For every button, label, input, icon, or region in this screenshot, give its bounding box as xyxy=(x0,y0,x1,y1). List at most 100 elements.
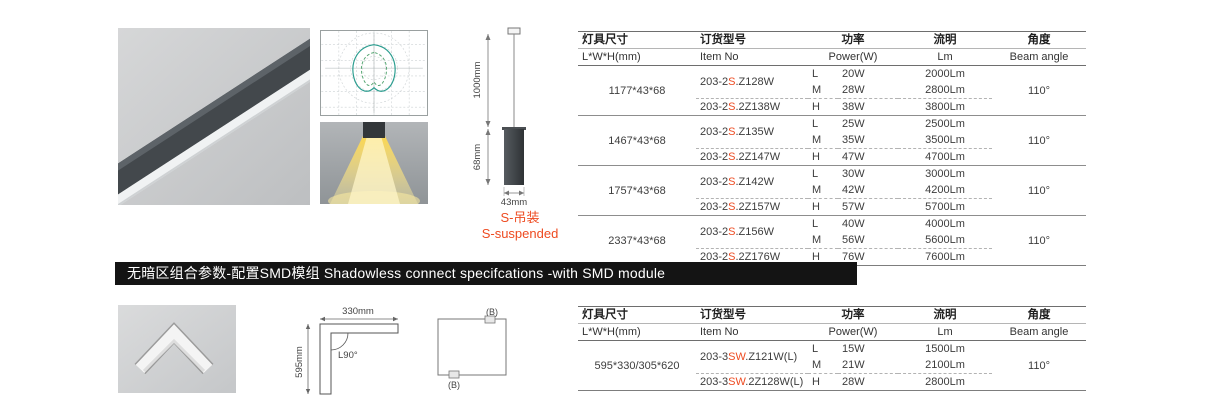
item-no-suffix: .2Z176W xyxy=(735,251,781,263)
header-angle-en: Beam angle xyxy=(992,48,1086,66)
size-cell: 1467*43*68 xyxy=(578,115,696,166)
item-no-accent: S xyxy=(728,176,736,188)
item-no-prefix: 203-2 xyxy=(700,251,729,263)
item-no-suffix: .2Z128W(L) xyxy=(745,376,804,388)
photometric-polar-diagram xyxy=(320,30,428,116)
item-no-accent: S xyxy=(728,226,736,238)
header-lumen-en: Lm xyxy=(898,48,992,66)
power-cell: 15W xyxy=(842,343,865,355)
power-cell: 42W xyxy=(842,184,865,196)
lumen-cell: 4200Lm xyxy=(925,184,965,196)
item-no-accent: S xyxy=(728,201,736,213)
item-no-accent: S xyxy=(728,151,736,163)
mode-cell: H xyxy=(808,98,838,116)
mode-cell: L xyxy=(808,165,838,182)
lumen-cell: 5700Lm xyxy=(898,198,992,216)
item-no-cell: 203-2S.2Z157W xyxy=(696,198,808,216)
item-no-accent: SW xyxy=(728,351,746,363)
item-no-prefix: 203-2 xyxy=(700,151,729,163)
bottom-spec-table: 灯具尺寸 订货型号 功率 流明 角度 L*W*H(mm) Item No Pow… xyxy=(578,306,1086,391)
table-row: M 35W 3500Lm xyxy=(578,132,1086,149)
power-cell: 28W xyxy=(842,84,865,96)
item-no-accent: S xyxy=(728,101,736,113)
item-no-suffix: .Z121W(L) xyxy=(745,351,798,363)
lumen-cell: 2000Lm xyxy=(925,68,965,80)
beam-angle-cell: 110° xyxy=(992,115,1086,166)
item-no-cell: 203-2S.Z128W xyxy=(696,66,808,99)
power-cell: 57W xyxy=(838,198,898,216)
lumen-cell: 3000Lm xyxy=(898,165,992,182)
item-no-suffix: .Z156W xyxy=(735,226,774,238)
connector-tab-icon xyxy=(484,315,496,324)
power-cell: 21W xyxy=(842,359,865,371)
mode-cell: L xyxy=(812,68,819,80)
lumen-cell: 1500Lm xyxy=(925,343,965,355)
header-angle-cn: 角度 xyxy=(992,306,1086,324)
item-no-prefix: 203-2 xyxy=(700,226,729,238)
header-size-en: L*W*H(mm) xyxy=(578,48,696,66)
mode-cell: M xyxy=(812,134,822,146)
table-header-cn: 灯具尺寸 订货型号 功率 流明 角度 xyxy=(578,31,1086,49)
section-banner: 无暗区组合参数-配置SMD模组 Shadowless connect speci… xyxy=(115,262,857,285)
item-no-accent: SW xyxy=(728,376,746,388)
table-row: M 21W 2100Lm xyxy=(578,357,1086,374)
ceiling-mount-icon xyxy=(507,27,521,35)
item-no-prefix: 203-3 xyxy=(700,376,729,388)
header-size-en: L*W*H(mm) xyxy=(578,323,696,341)
item-no-cell: 203-2S.2Z147W xyxy=(696,148,808,166)
header-size-cn: 灯具尺寸 xyxy=(578,306,696,324)
table-row: 203-2S.2Z157W H 57W 5700Lm xyxy=(578,198,1086,216)
mode-cell: L xyxy=(808,215,838,232)
corner-width-dim: 330mm xyxy=(342,306,374,317)
size-cell: 1757*43*68 xyxy=(578,165,696,216)
table-row: M 42W 4200Lm xyxy=(578,182,1086,199)
lumen-cell: 7600Lm xyxy=(898,248,992,266)
suspension-height-dim: 1000mm xyxy=(472,61,483,98)
mode-cell: M xyxy=(812,84,822,96)
linear-fixture-photo xyxy=(118,28,310,205)
size-cell: 2337*43*68 xyxy=(578,215,696,266)
header-power-cn: 功率 xyxy=(808,31,898,49)
header-item-cn: 订货型号 xyxy=(696,306,808,324)
header-item-en: Item No xyxy=(696,48,808,66)
table-row: M 56W 5600Lm xyxy=(578,232,1086,249)
suspended-label-en: S-suspended xyxy=(481,226,559,241)
item-no-accent: S xyxy=(728,76,736,88)
mode-cell: H xyxy=(808,248,838,266)
table-row: 203-2S.2Z147W H 47W 4700Lm xyxy=(578,148,1086,166)
table-row: 1757*43*68 203-2S.Z142W L 30W 3000Lm 110… xyxy=(578,165,1086,216)
item-no-prefix: 203-2 xyxy=(700,76,729,88)
lumen-cell: 2500Lm xyxy=(898,115,992,132)
item-no-accent: S xyxy=(728,251,736,263)
table-row: 2337*43*68 203-2S.Z156W L 40W 4000Lm 110… xyxy=(578,215,1086,266)
header-lumen-cn: 流明 xyxy=(898,306,992,324)
item-no-suffix: .Z142W xyxy=(735,176,774,188)
item-no-cell: 203-3SW.Z121W(L) xyxy=(696,341,808,374)
header-item-en: Item No xyxy=(696,323,808,341)
power-cell: 47W xyxy=(838,148,898,166)
item-no-suffix: .2Z147W xyxy=(735,151,781,163)
size-cell: 595*330/305*620 xyxy=(594,359,680,372)
item-no-prefix: 203-2 xyxy=(700,126,729,138)
table-row: 1177*43*68 203-2S.Z128W L 20W 2000Lm 110… xyxy=(578,66,1086,97)
header-power-cn: 功率 xyxy=(808,306,898,324)
power-cell: 28W xyxy=(838,373,898,391)
table-row: M 28W 2800Lm xyxy=(578,82,1086,99)
item-no-prefix: 203-2 xyxy=(700,201,729,213)
header-angle-en: Beam angle xyxy=(992,323,1086,341)
fixture-width-dim: 43mm xyxy=(501,197,527,206)
power-cell: 40W xyxy=(838,215,898,232)
power-cell: 76W xyxy=(838,248,898,266)
power-cell: 25W xyxy=(838,115,898,132)
table-header-cn: 灯具尺寸 订货型号 功率 流明 角度 xyxy=(578,306,1086,324)
connector-label-top: (B) xyxy=(486,307,498,317)
mode-cell: M xyxy=(812,234,822,246)
beam-angle-cell: 110° xyxy=(1028,359,1050,372)
power-cell: 56W xyxy=(842,234,865,246)
item-no-cell: 203-2S.2Z176W xyxy=(696,248,808,266)
fixture-height-dim: 68mm xyxy=(472,144,483,170)
item-no-prefix: 203-2 xyxy=(700,101,729,113)
table-header-en: L*W*H(mm) Item No Power(W) Lm Beam angle xyxy=(578,48,1086,66)
table-row: 203-2S.2Z138W H 38W 3800Lm xyxy=(578,98,1086,116)
